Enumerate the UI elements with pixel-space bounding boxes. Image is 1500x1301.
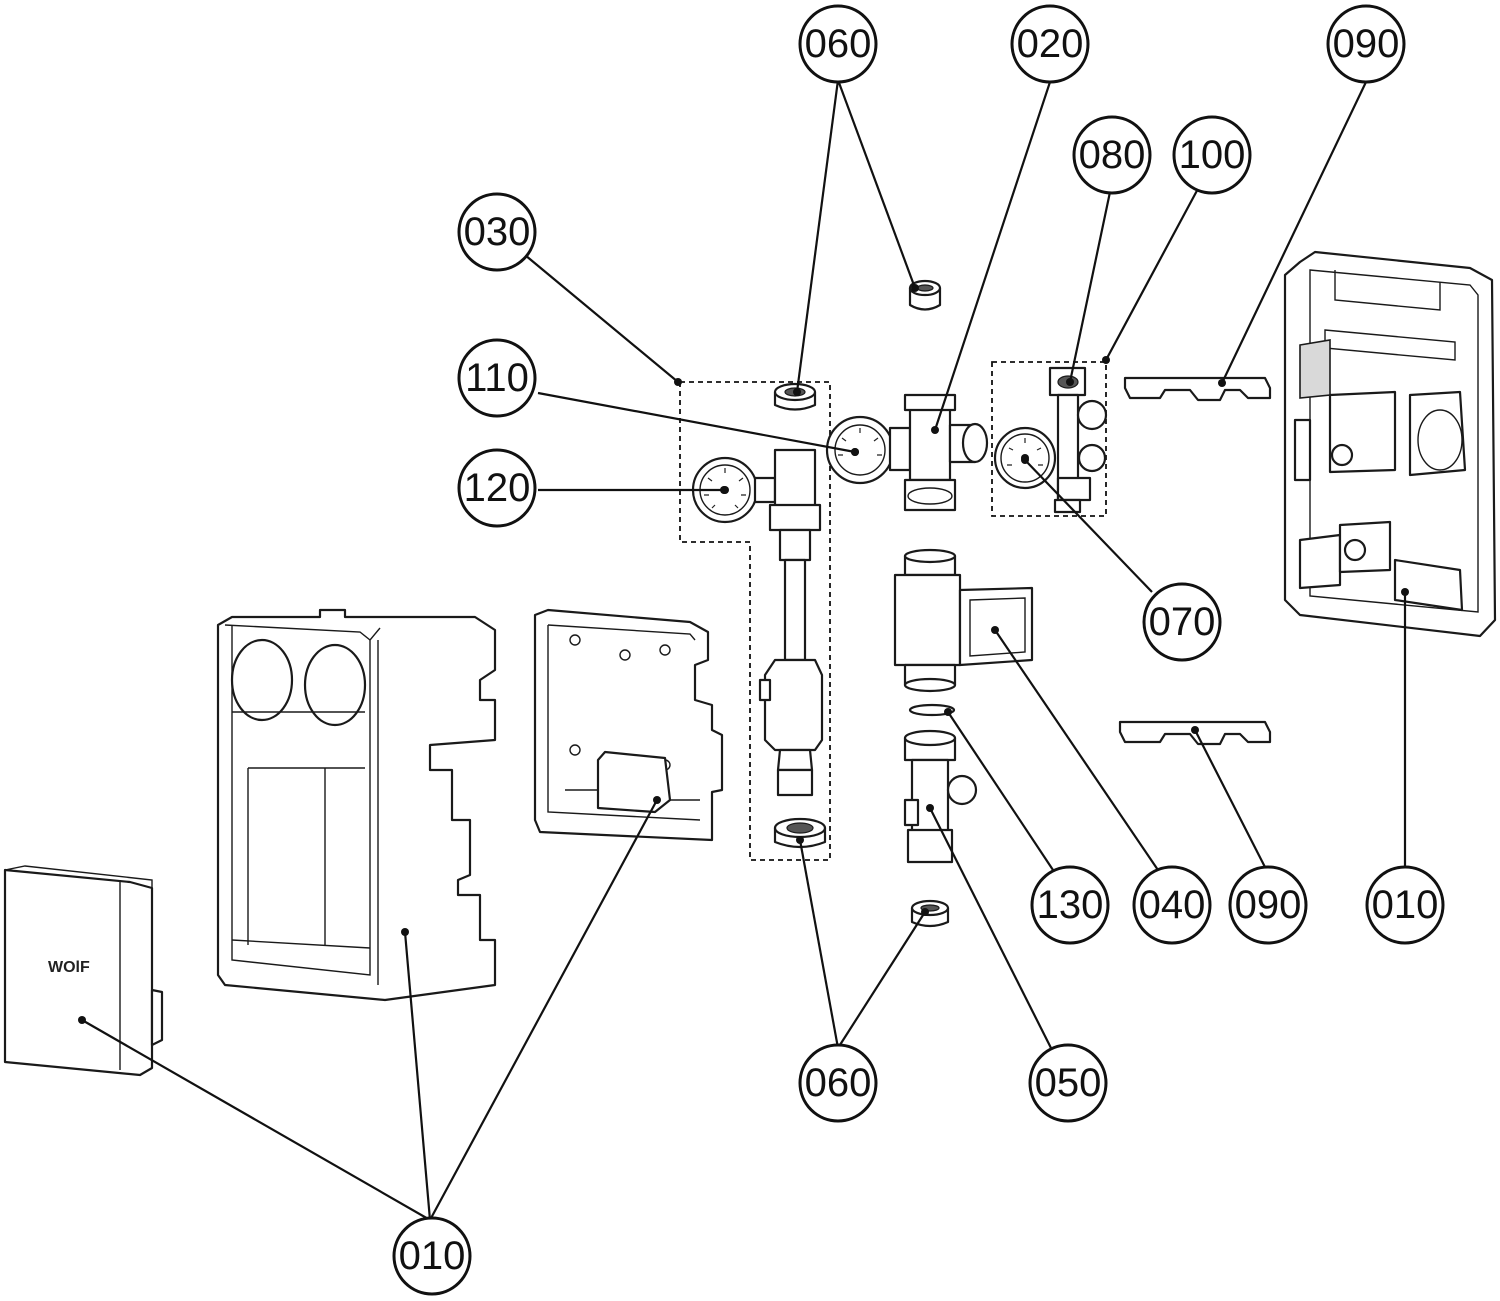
leader-lines bbox=[78, 79, 1409, 1221]
assembly-group-100-outline bbox=[991, 361, 1107, 517]
svg-text:050: 050 bbox=[1035, 1061, 1102, 1105]
callout-060-top: 060 bbox=[798, 4, 878, 84]
svg-text:070: 070 bbox=[1149, 600, 1216, 644]
svg-text:120: 120 bbox=[464, 466, 531, 510]
callout-bubbles: 060 020 090 080 100 030 110 120 bbox=[392, 4, 1445, 1296]
callout-030: 030 bbox=[457, 192, 537, 272]
back-mounting-plate bbox=[1283, 250, 1497, 638]
svg-text:030: 030 bbox=[464, 210, 531, 254]
svg-text:060: 060 bbox=[805, 1061, 872, 1105]
svg-text:010: 010 bbox=[399, 1234, 466, 1278]
front-cover-small: WOlF bbox=[3, 865, 164, 1077]
svg-text:090: 090 bbox=[1333, 22, 1400, 66]
svg-text:130: 130 bbox=[1037, 883, 1104, 927]
svg-text:080: 080 bbox=[1079, 133, 1146, 177]
brand-logo: WOlF bbox=[48, 959, 90, 976]
safety-valve-group bbox=[993, 366, 1108, 514]
circulation-pump bbox=[893, 548, 1034, 693]
flow-pipe-assembly bbox=[758, 448, 824, 797]
callout-010-bottom: 010 bbox=[392, 1216, 472, 1296]
svg-text:090: 090 bbox=[1235, 883, 1302, 927]
callout-080: 080 bbox=[1072, 115, 1152, 195]
union-nut-top-left bbox=[773, 382, 817, 411]
callout-100: 100 bbox=[1172, 115, 1252, 195]
svg-text:110: 110 bbox=[465, 356, 529, 400]
callout-060-bottom: 060 bbox=[798, 1043, 878, 1123]
callout-020: 020 bbox=[1010, 4, 1090, 84]
callout-090-bottom: 090 bbox=[1228, 865, 1308, 945]
ball-valve-bottom bbox=[903, 729, 978, 864]
callout-120: 120 bbox=[457, 448, 537, 528]
svg-text:060: 060 bbox=[805, 22, 872, 66]
svg-text:040: 040 bbox=[1139, 883, 1206, 927]
mounting-bracket-top bbox=[1123, 376, 1272, 402]
callout-090-top: 090 bbox=[1326, 4, 1406, 84]
return-pipe-tee bbox=[825, 393, 989, 512]
callout-050: 050 bbox=[1028, 1043, 1108, 1123]
insulation-shell-rear bbox=[533, 608, 724, 842]
callout-010-right: 010 bbox=[1365, 865, 1445, 945]
svg-text:020: 020 bbox=[1017, 22, 1084, 66]
callout-130: 130 bbox=[1030, 865, 1110, 945]
callout-040: 040 bbox=[1132, 865, 1212, 945]
callout-070: 070 bbox=[1142, 582, 1222, 662]
svg-text:100: 100 bbox=[1179, 133, 1246, 177]
o-ring-seal bbox=[908, 703, 956, 717]
svg-text:010: 010 bbox=[1372, 883, 1439, 927]
insulation-shell-front bbox=[216, 608, 497, 1002]
callout-110: 110 bbox=[457, 338, 537, 418]
union-nut-bottom bbox=[910, 899, 950, 928]
